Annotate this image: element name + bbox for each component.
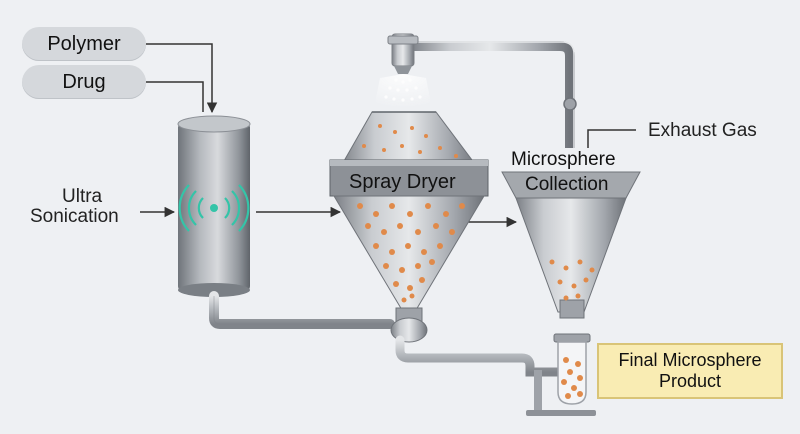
drug-input-pill: Drug	[22, 65, 146, 99]
top-gas-pipe	[410, 41, 575, 148]
dryer-particles	[357, 124, 465, 303]
product-particles	[561, 357, 583, 399]
spray-nozzle	[387, 33, 419, 74]
microsphere-label: Microsphere	[511, 149, 616, 170]
sonication-waves-icon	[178, 184, 250, 232]
ultra-label: Ultra	[62, 186, 103, 207]
dryer-outlet-pipe	[395, 335, 565, 377]
cylinder-outlet-pipe	[209, 291, 395, 329]
exhaust-gas-line	[587, 129, 636, 148]
spray-dryer-vessel	[329, 111, 489, 343]
final-product-box: Final Microsphere Product	[597, 343, 783, 399]
exhaust-gas-label: Exhaust Gas	[648, 120, 757, 141]
polymer-input-pill: Polymer	[22, 27, 146, 61]
collection-label: Collection	[525, 174, 609, 195]
pipe-valve	[563, 97, 577, 111]
collection-cyclone	[501, 171, 641, 319]
final-product-line2: Product	[658, 371, 722, 391]
drug-feed-line	[146, 81, 204, 112]
product-tube	[526, 333, 596, 416]
sonication-label: Sonication	[30, 206, 119, 227]
final-product-line1: Final Microsphere	[618, 350, 762, 370]
spray-dryer-label: Spray Dryer	[349, 171, 456, 193]
cyclone-particles	[549, 259, 595, 301]
polymer-feed-line	[146, 43, 218, 114]
spray-mist	[374, 74, 432, 108]
